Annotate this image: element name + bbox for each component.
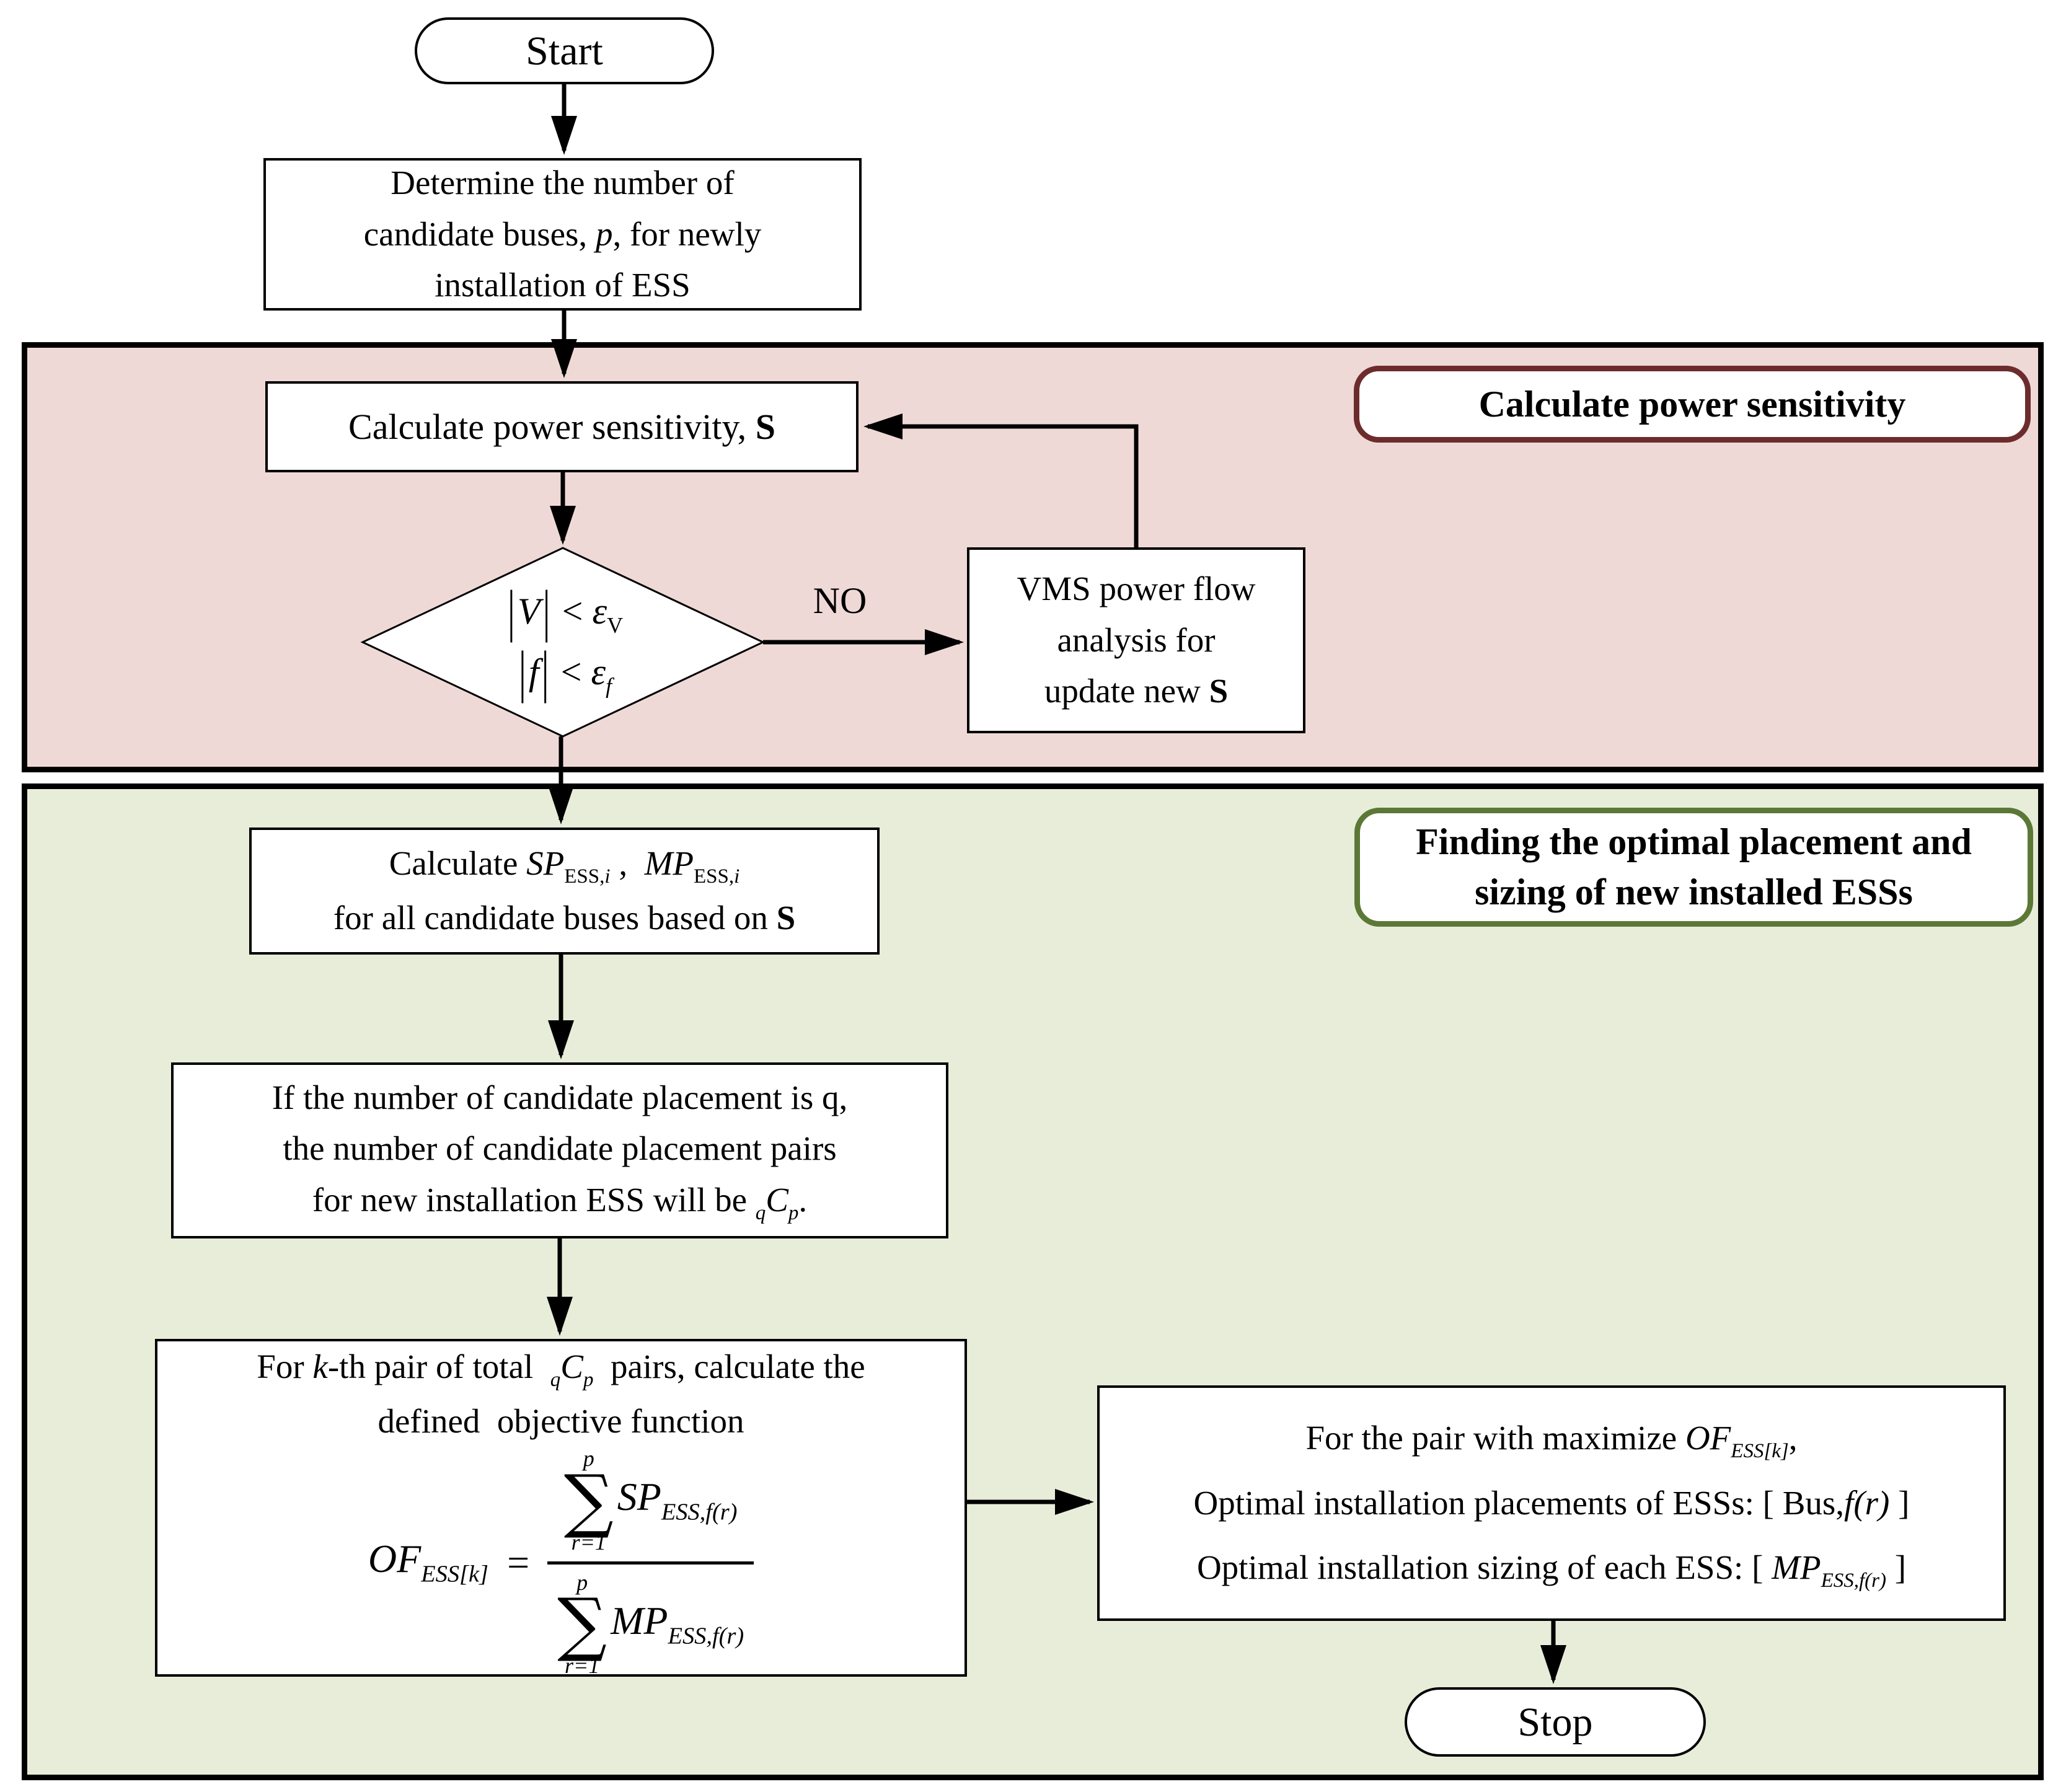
- green-section-label-line2: sizing of new installed ESSs: [1475, 872, 1913, 912]
- pairs-line1: If the number of candidate placement is …: [271, 1078, 848, 1116]
- determine-line1: Determine the number of: [391, 164, 735, 202]
- objective-line1: For k-th pair of total qCp pairs, calcul…: [257, 1348, 865, 1392]
- process-optimal-result: For the pair with maximize OFESS[k], Opt…: [1097, 1385, 2006, 1621]
- pink-section-label: Calculate power sensitivity: [1354, 366, 2031, 443]
- decision-line-v: |V| < εV: [507, 579, 624, 643]
- formula-numerator: p ∑ r=1 SPESS,f(r): [554, 1447, 748, 1555]
- calcsens-text: Calculate power sensitivity, S: [348, 407, 775, 447]
- process-vms-power-flow: VMS power flow analysis for update new S: [967, 547, 1305, 733]
- decision-line-f: |f| < εf: [518, 640, 612, 704]
- stop-terminator: Stop: [1405, 1687, 1706, 1757]
- process-calculate-sp-mp: Calculate SPESS,i , MPESS,i for all cand…: [249, 828, 880, 955]
- calcsp-line2: for all candidate buses based on S: [333, 899, 796, 937]
- process-candidate-placement-pairs: If the number of candidate placement is …: [171, 1062, 948, 1238]
- pairs-line3: for new installation ESS will be qCp.: [312, 1180, 808, 1224]
- denominator-sum-icon: p ∑ r=1: [557, 1569, 607, 1679]
- edge-vms-to-calcsens: [863, 413, 1139, 547]
- decision-convergence-text: |V| < εV |f| < εf: [409, 567, 719, 719]
- green-section-label: Finding the optimal placement and sizing…: [1354, 808, 2033, 927]
- decision-diamond: [360, 547, 766, 738]
- green-section-label-line1: Finding the optimal placement and: [1416, 821, 1972, 862]
- process-calculate-power-sensitivity: Calculate power sensitivity, S: [265, 381, 859, 472]
- result-line3: Optimal installation sizing of each ESS:…: [1196, 1548, 1907, 1592]
- determine-line3: installation of ESS: [435, 266, 691, 304]
- pink-section-label-text: Calculate power sensitivity: [1478, 383, 1906, 425]
- process-determine-candidate-buses: Determine the number of candidate buses,…: [263, 158, 862, 311]
- pairs-line2: the number of candidate placement pairs: [283, 1129, 837, 1168]
- determine-line2: candidate buses, p, for newly: [363, 214, 762, 253]
- result-line1: For the pair with maximize OFESS[k],: [1305, 1418, 1798, 1463]
- vms-line1: VMS power flow: [1017, 570, 1256, 608]
- start-terminator: Start: [415, 17, 714, 84]
- numerator-term: SPESS,f(r): [617, 1475, 738, 1525]
- objective-formula: OFESS[k] = p ∑ r=1 SPESS,f(r) p ∑ r=: [368, 1447, 754, 1679]
- start-label: Start: [526, 28, 603, 74]
- formula-fraction: p ∑ r=1 SPESS,f(r) p ∑ r=1 MPESS,f(r): [547, 1447, 754, 1679]
- fraction-bar: [547, 1561, 754, 1565]
- formula-denominator: p ∑ r=1 MPESS,f(r): [547, 1569, 754, 1679]
- no-branch-label: NO: [813, 580, 867, 621]
- denominator-term: MPESS,f(r): [611, 1598, 744, 1649]
- calcsp-line1: Calculate SPESS,i , MPESS,i: [389, 844, 740, 888]
- vms-line2: analysis for: [1057, 620, 1216, 659]
- vms-line3: update new S: [1044, 672, 1229, 710]
- formula-lhs: OFESS[k]: [368, 1537, 488, 1587]
- result-line2: Optimal installation placements of ESSs:…: [1193, 1483, 1910, 1522]
- objective-line2: defined objective function: [377, 1401, 744, 1440]
- stop-label: Stop: [1517, 1699, 1593, 1745]
- formula-equals: =: [504, 1540, 532, 1585]
- numerator-sum-icon: p ∑ r=1: [563, 1446, 614, 1555]
- process-objective-function: For k-th pair of total qCp pairs, calcul…: [155, 1339, 967, 1679]
